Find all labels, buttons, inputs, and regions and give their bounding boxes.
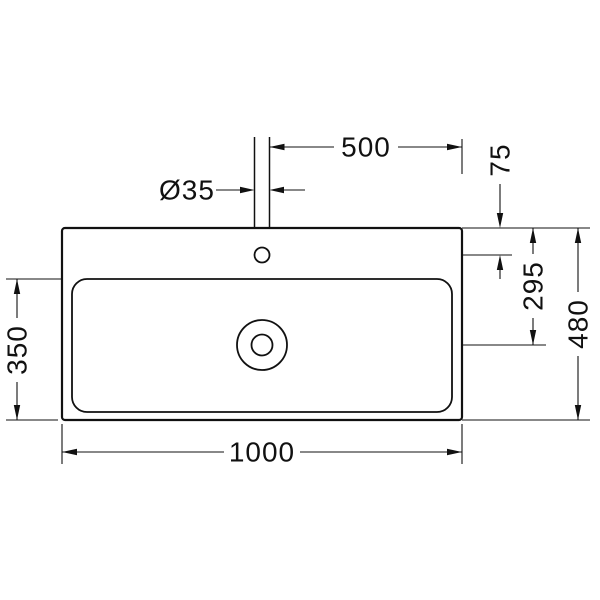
dim-label-tap-diameter: Ø35: [159, 175, 215, 206]
dim-480-text-mask: [564, 292, 592, 356]
dimension-350: 350: [2, 279, 33, 420]
dim-d35-arrow-left: [240, 186, 255, 194]
dimension-480: 480: [563, 228, 594, 420]
dim-label-75: 75: [485, 143, 516, 176]
dim-295-arrow-bottom: [529, 330, 537, 345]
dim-label-1000: 1000: [229, 437, 295, 468]
dim-label-350: 350: [2, 325, 33, 375]
tap-hole: [253, 246, 271, 264]
dimension-295: 295: [518, 228, 549, 345]
dim-350-text-mask: [3, 318, 31, 382]
dim-75-arrow-top: [496, 213, 504, 228]
dimension-1000: 1000: [62, 437, 462, 468]
dim-480-arrow-top: [574, 228, 582, 243]
dimension-500: 500: [269, 132, 462, 163]
basin: [60, 226, 464, 422]
dim-1000-arrow-right: [447, 448, 462, 456]
dim-1000-arrow-left: [62, 448, 77, 456]
dim-75-arrow-bottom: [496, 255, 504, 270]
dim-500-arrow-right: [447, 143, 462, 151]
dim-350-arrow-bottom: [13, 405, 21, 420]
dim-label-480: 480: [563, 299, 594, 349]
dim-500-arrow-left: [269, 143, 285, 151]
dim-480-arrow-bottom: [574, 405, 582, 420]
dim-295-text-mask: [519, 254, 547, 318]
drain-outer-circle: [236, 319, 288, 371]
dim-350-arrow-top: [13, 279, 21, 294]
dim-label-500: 500: [341, 132, 391, 163]
dim-label-295: 295: [518, 261, 549, 311]
dim-500-text-mask: [334, 133, 398, 160]
basin-inner-bowl-outline: [71, 278, 453, 413]
dim-d35-arrow-right: [269, 186, 284, 194]
dim-1000-text-mask: [224, 438, 300, 465]
dimension-75: 75: [485, 143, 516, 279]
dim-295-arrow-top: [529, 228, 537, 243]
drain-inner-circle: [250, 333, 274, 357]
dimension-tap-diameter: Ø35: [159, 175, 305, 206]
